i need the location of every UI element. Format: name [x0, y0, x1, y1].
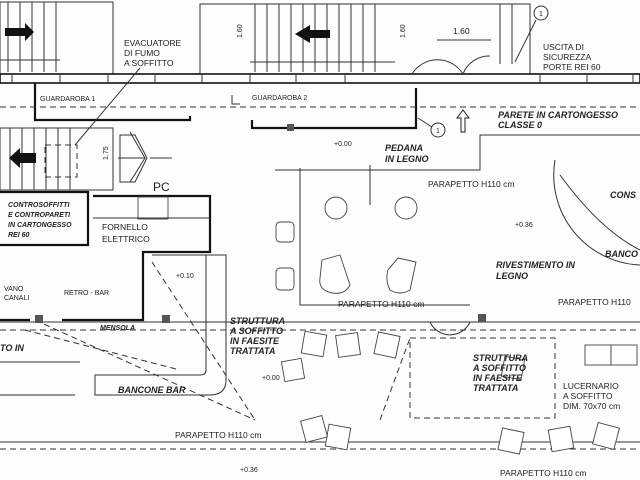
callout-number: 1 [436, 128, 440, 135]
label-uscita-2: SICUREZZA [543, 52, 592, 62]
chairs-column [275, 221, 295, 291]
label-lucernario: LUCERNARIO [563, 381, 619, 391]
label-banco: BANCO [605, 249, 638, 259]
level-label: +0.00 [334, 141, 352, 148]
electric-stove-icon [137, 196, 169, 220]
label-controsoffitti-2: E CONTROPARETI [8, 212, 71, 219]
label-struttura-2: A SOFFITTO [472, 363, 526, 373]
arrow-right-icon [5, 23, 34, 41]
staircase-top-left [0, 1, 114, 75]
label-rivestimento-2: LEGNO [496, 271, 528, 281]
label-pedana: PEDANA [385, 143, 423, 153]
label-controsoffitti-3: IN CARTONGESSO [8, 222, 72, 229]
dim-label: 1.60 [400, 24, 407, 38]
label-uscita-3: PORTE REI 60 [543, 62, 601, 72]
label-parapetto: PARAPETTO H110 cm [338, 299, 424, 309]
label-retro-bar: RETRO - BAR [64, 290, 109, 297]
label-rivestimento: RIVESTIMENTO IN [496, 260, 575, 270]
label-fornello: FORNELLO [102, 222, 148, 232]
label-controsoffitti: CONTROSOFFITTI [8, 202, 70, 209]
label-to-in: TO IN [0, 343, 24, 353]
label-cons: CONS [610, 190, 636, 200]
label-lucernario-3: DIM. 70x70 cm [563, 401, 620, 411]
label-uscita: USCITA DI [543, 42, 584, 52]
label-pedana-2: IN LEGNO [385, 154, 429, 164]
level-label: +0.10 [176, 273, 194, 280]
label-struttura-2: A SOFFITTO [229, 326, 283, 336]
dim-label: 1.75 [103, 146, 110, 160]
label-parapetto: PARAPETTO H110 cm [175, 430, 261, 440]
label-evacuatore: EVACUATORE [124, 38, 181, 48]
label-struttura: STRUTTURA [473, 353, 528, 363]
label-struttura-4: TRATTATA [473, 383, 518, 393]
label-struttura: STRUTTURA [230, 316, 285, 326]
column-icon [478, 314, 486, 322]
label-controsoffitti-4: REI 60 [8, 232, 30, 239]
callout-marker [417, 5, 549, 138]
label-struttura-3: IN FAESITE [473, 373, 523, 383]
label-parete: PARETE IN CARTONGESSO [498, 110, 618, 120]
label-parete-2: CLASSE 0 [498, 120, 542, 130]
label-struttura-3: IN FAESITE [230, 336, 280, 346]
label-lucernario-2: A SOFFITTO [563, 391, 613, 401]
label-guardaroba-1: GUARDAROBA 1 [40, 96, 95, 103]
label-mensola: MENSOLA [100, 325, 135, 332]
dim-label: 1.60 [237, 24, 244, 38]
arrow-left-icon [9, 148, 36, 168]
label-struttura-4: TRATTATA [230, 346, 275, 356]
arrow-left-icon [295, 25, 330, 43]
dim-label: 1.60 [453, 26, 470, 36]
label-vano-2: CANALI [4, 295, 29, 302]
label-pc: PC [153, 180, 170, 194]
label-guardaroba-2: GUARDAROBA 2 [252, 95, 307, 102]
label-parapetto: PARAPETTO H110 cm [428, 179, 514, 189]
label-evacuatore-2: DI FUMO [124, 48, 160, 58]
label-evacuatore-3: A SOFFITTO [124, 58, 174, 68]
label-fornello-2: ELETTRICO [102, 234, 150, 244]
main-wall [0, 55, 640, 84]
staircase-top-center [199, 3, 531, 75]
staircase-left [0, 127, 114, 191]
level-label: +0.36 [515, 222, 533, 229]
arrow-up-icon [456, 109, 470, 133]
label-vano: VANO [4, 286, 24, 293]
callout-number: 1 [539, 11, 543, 18]
label-parapetto: PARAPETTO H110 cm [500, 468, 586, 478]
round-tables [319, 196, 418, 294]
label-bancone: BANCONE BAR [118, 385, 186, 395]
square-tables [280, 330, 638, 455]
level-label: +0.36 [240, 467, 258, 474]
label-parapetto: PARAPETTO H110 [558, 297, 631, 307]
level-label: +0.00 [262, 375, 280, 382]
